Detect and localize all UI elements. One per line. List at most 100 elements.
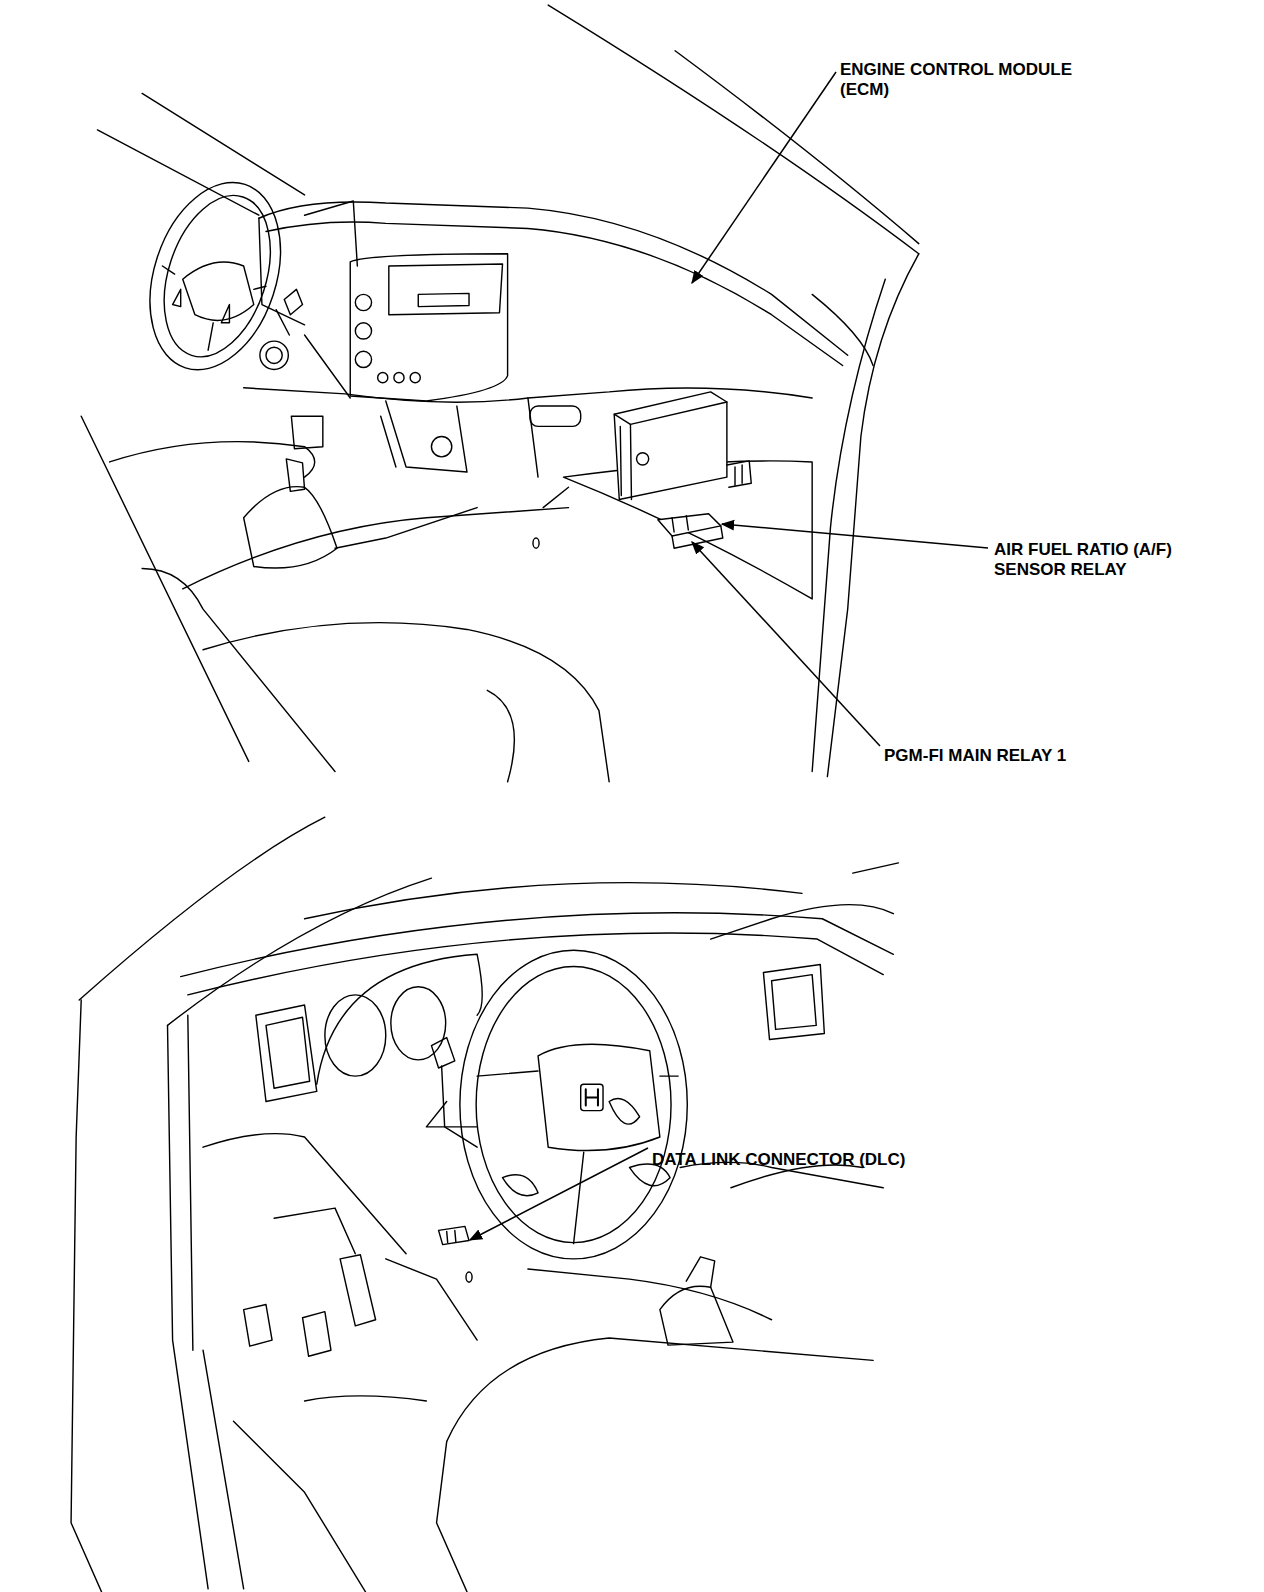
drawing-stroke: [260, 341, 288, 369]
drawing-stroke: [763, 964, 824, 1039]
leader-lines: [470, 72, 988, 1240]
leader-line: [470, 1148, 648, 1240]
drawing-stroke: [586, 1089, 598, 1105]
drawing-stroke: [266, 1017, 310, 1088]
drawing-stroke: [233, 1421, 365, 1592]
drawing-stroke: [386, 1259, 477, 1340]
drawing-stroke: [142, 93, 304, 195]
drawing-stroke: [772, 975, 817, 1030]
part-label: PGM-FI MAIN RELAY 1: [884, 746, 1144, 766]
drawing-stroke: [381, 416, 396, 467]
drawing-stroke: [97, 130, 258, 215]
drawing-stroke: [437, 1442, 467, 1592]
drawing-stroke: [447, 1230, 456, 1242]
drawing-stroke: [284, 289, 302, 314]
drawing-stroke: [530, 406, 581, 426]
drawing-stroke: [543, 487, 568, 507]
drawing-stroke: [391, 987, 446, 1060]
drawing-stroke: [181, 913, 894, 977]
drawing-stroke: [340, 1255, 376, 1326]
drawing-stroke: [431, 437, 451, 457]
drawing-stroke: [286, 459, 304, 491]
drawing-stroke: [609, 1099, 639, 1125]
drawing-stroke: [533, 538, 539, 548]
drawing-stroke: [418, 293, 469, 306]
drawing-stroke: [203, 623, 609, 782]
drawing-stroke: [276, 310, 289, 335]
drawing-stroke: [274, 1208, 355, 1254]
drawing-stroke: [110, 442, 315, 478]
drawing-stroke: [528, 398, 538, 477]
drawing-stroke: [303, 1312, 331, 1357]
drawing-stroke: [812, 279, 885, 771]
drawing-stroke: [305, 335, 351, 398]
drawing-stroke: [266, 222, 843, 366]
drawing-stroke: [503, 1175, 539, 1196]
drawing-stroke: [127, 166, 302, 387]
drawing-stroke: [168, 1025, 209, 1588]
drawing-stroke: [203, 1134, 406, 1254]
drawing-stroke: [439, 1226, 469, 1244]
drawing-stroke: [355, 323, 371, 339]
drawing-stroke: [386, 401, 467, 472]
drawing-stroke: [188, 933, 883, 995]
drawing-stroke: [672, 516, 688, 532]
drawing-stroke: [259, 202, 848, 355]
drawing-stroke: [614, 392, 727, 500]
drawing-stroke: [460, 950, 687, 1259]
drawing-stroke: [355, 294, 371, 310]
drawing-stroke: [658, 514, 721, 536]
leader-line: [692, 542, 880, 746]
interior-top-view: [81, 5, 919, 782]
drawing-stroke: [378, 373, 388, 383]
drawing-stroke: [614, 402, 727, 424]
drawing-stroke: [727, 461, 751, 487]
drawing-stroke: [350, 254, 507, 401]
drawing-stroke: [188, 1015, 193, 1350]
drawing-stroke: [389, 264, 503, 315]
drawing-stroke: [305, 1396, 427, 1401]
drawing-stroke: [487, 690, 514, 781]
drawing-stroke: [244, 1305, 272, 1347]
drawing-stroke: [305, 201, 358, 266]
drawing-stroke: [477, 1071, 678, 1244]
interior-driver-view: [71, 817, 898, 1592]
drawing-stroke: [71, 1000, 101, 1592]
drawing-stroke: [259, 218, 305, 325]
drawing-stroke: [256, 1005, 317, 1101]
drawing-stroke: [291, 416, 322, 448]
drawing-stroke: [620, 426, 621, 495]
drawing-stroke: [325, 995, 386, 1076]
drawing-stroke: [672, 526, 723, 548]
drawing-stroke: [142, 569, 335, 772]
drawing-stroke: [355, 351, 371, 367]
drawing-stroke: [637, 453, 649, 465]
drawing-stroke: [447, 1338, 873, 1442]
drawing-stroke: [145, 182, 289, 370]
drawing-stroke: [812, 294, 873, 365]
drawing-stroke: [394, 373, 404, 383]
drawing-stroke: [183, 262, 254, 320]
drawing-stroke: [266, 347, 282, 363]
part-label: DATA LINK CONNECTOR (DLC): [652, 1150, 972, 1170]
drawing-stroke: [630, 424, 631, 499]
drawing-stroke: [317, 954, 482, 1084]
drawing-stroke: [548, 5, 919, 254]
part-label: AIR FUEL RATIO (A/F) SENSOR RELAY: [994, 540, 1199, 579]
drawing-stroke: [466, 1272, 472, 1282]
drawing-stroke: [168, 878, 432, 1025]
drawing-stroke: [660, 1286, 733, 1345]
drawing-stroke: [410, 373, 420, 383]
drawing-stroke: [203, 1350, 244, 1589]
drawing-stroke: [686, 1257, 714, 1287]
drawing-stroke: [528, 1269, 772, 1320]
drawing-stroke: [581, 1084, 603, 1110]
drawing-stroke: [431, 1038, 454, 1068]
drawing-stroke: [335, 508, 477, 549]
drawing-stroke: [827, 254, 918, 777]
leader-line: [722, 524, 988, 548]
drawing-stroke: [162, 266, 266, 350]
drawing-stroke: [426, 1101, 477, 1126]
